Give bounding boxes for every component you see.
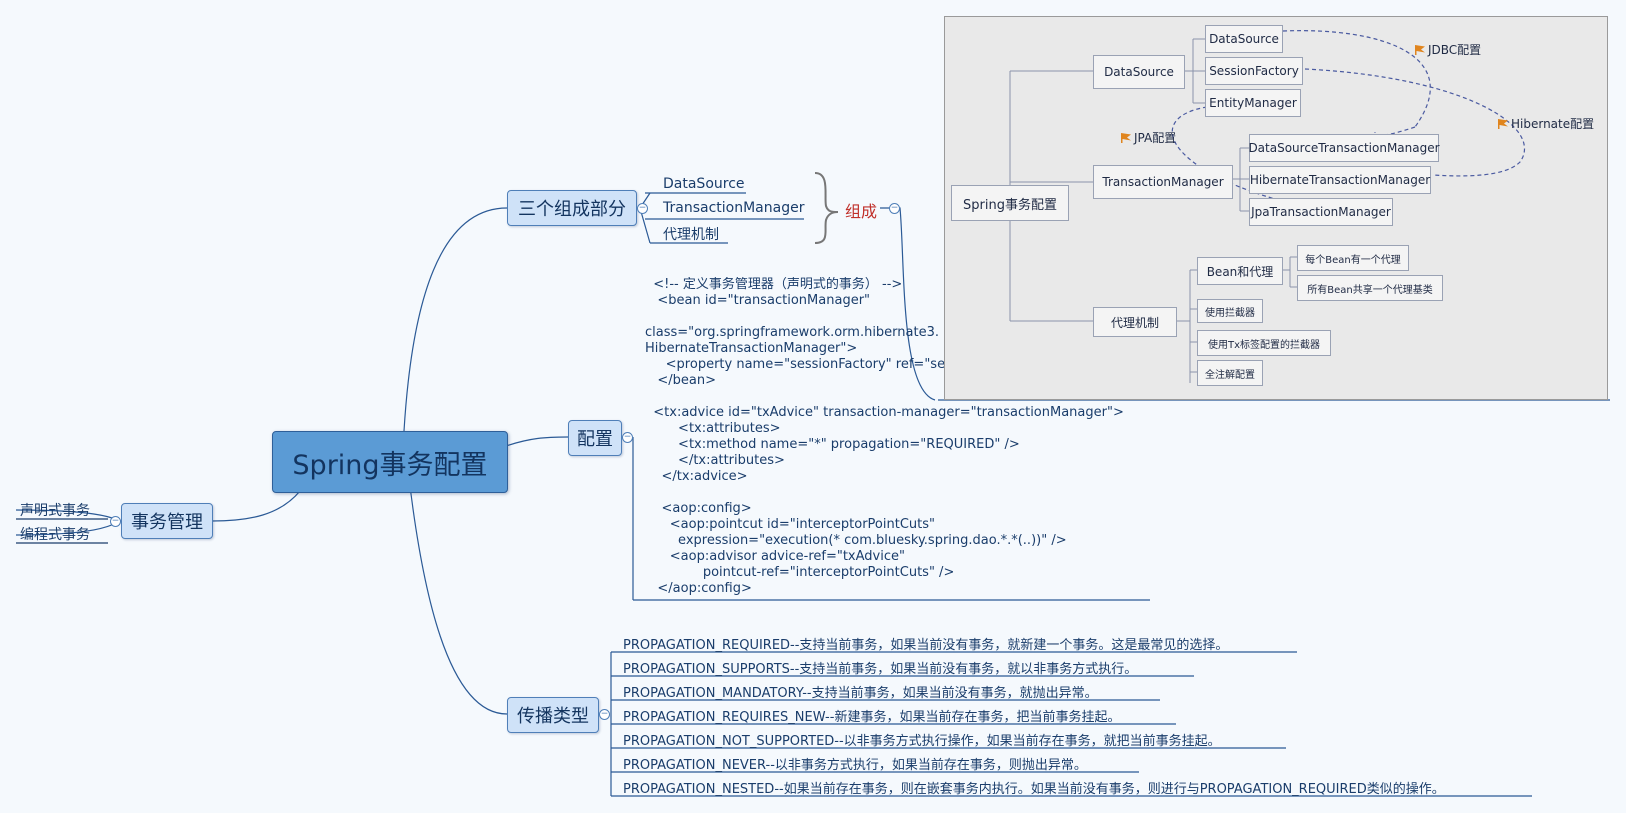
leaf-datasource[interactable]: DataSource [663, 176, 745, 192]
pic-ds-child: DataSource [1205, 25, 1283, 53]
pic-tm-child: HibernateTransactionManager [1249, 166, 1431, 194]
pic-note-hibernate: Hibernate配置 [1498, 115, 1594, 132]
picture-lines [1009, 30, 1526, 383]
pic-note-hibernate-label: Hibernate配置 [1511, 117, 1595, 131]
collapse-toggle[interactable]: − [599, 709, 610, 720]
code-line: <tx:advice id="txAdvice" transaction-man… [645, 405, 1124, 420]
code-line: expression="execution(* com.bluesky.spri… [645, 533, 1067, 548]
leaf-transaction-manager[interactable]: TransactionManager [663, 200, 805, 216]
config-code-block: <!-- 定义事务管理器（声明式的事务） --> <bean id="trans… [645, 277, 1143, 597]
pic-note-jdbc: JDBC配置 [1415, 41, 1481, 58]
pic-datasource: DataSource [1093, 55, 1185, 89]
pic-ds-child: EntityManager [1205, 89, 1301, 117]
flag-icon [1415, 45, 1425, 55]
propagation-item[interactable]: PROPAGATION_NEVER--以非事务方式执行，如果当前存在事务，则抛出… [623, 758, 1087, 773]
code-line: <aop:config> [645, 501, 752, 516]
pic-tm-child: JpaTransactionManager [1249, 198, 1393, 226]
pic-tm-child: DataSourceTransactionManager [1248, 134, 1440, 162]
code-line [645, 485, 1143, 501]
code-line: class="org.springframework.orm.hibernate… [645, 325, 939, 340]
pic-proxy: 代理机制 [1093, 307, 1177, 337]
flag-icon [1498, 119, 1508, 129]
pic-root-node: Spring事务配置 [951, 185, 1069, 221]
leaf-proxy-mechanism[interactable]: 代理机制 [663, 227, 719, 243]
code-line: <tx:attributes> [645, 421, 781, 436]
collapse-toggle[interactable]: − [622, 432, 633, 443]
collapse-toggle[interactable]: − [889, 203, 900, 214]
collapse-toggle[interactable]: − [110, 516, 121, 527]
pic-bean-child: 所有Bean共享一个代理基类 [1297, 275, 1443, 301]
code-line: <bean id="transactionManager" [645, 293, 871, 308]
leaf-programmatic-tx[interactable]: 编程式事务 [20, 527, 90, 543]
pic-note-jpa: JPA配置 [1121, 129, 1176, 146]
flag-icon [1121, 133, 1131, 143]
code-line: HibernateTransactionManager"> [645, 341, 858, 356]
code-line: </tx:attributes> [645, 453, 785, 468]
collapse-toggle[interactable]: − [637, 203, 648, 214]
leaf-declarative-tx[interactable]: 声明式事务 [20, 503, 90, 519]
topic-propagation[interactable]: 传播类型 [507, 697, 599, 733]
root-topic[interactable]: Spring事务配置 [272, 431, 508, 493]
group-label[interactable]: 组成 [845, 202, 878, 221]
embedded-diagram-image[interactable]: Spring事务配置 DataSource DataSource Session… [944, 16, 1608, 400]
pic-note-jdbc-label: JDBC配置 [1428, 43, 1482, 57]
topic-tx-management[interactable]: 事务管理 [121, 503, 213, 539]
topic-config[interactable]: 配置 [568, 420, 622, 456]
code-line: </tx:advice> [645, 469, 748, 484]
pic-proxy-child: 全注解配置 [1197, 360, 1263, 386]
pic-bean-proxy: Bean和代理 [1197, 257, 1283, 285]
code-line: pointcut-ref="interceptorPointCuts" /> [645, 565, 955, 580]
pic-proxy-child: 使用Tx标签配置的拦截器 [1197, 330, 1331, 356]
propagation-item[interactable]: PROPAGATION_MANDATORY--支持当前事务，如果当前没有事务，就… [623, 686, 1098, 701]
code-line: <aop:advisor advice-ref="txAdvice" [645, 549, 905, 564]
pic-bean-child: 每个Bean有一个代理 [1297, 245, 1409, 271]
pic-proxy-child: 使用拦截器 [1197, 299, 1263, 323]
pic-note-jpa-label: JPA配置 [1134, 131, 1177, 145]
code-line: <tx:method name="*" propagation="REQUIRE… [645, 437, 1020, 452]
code-line: <aop:pointcut id="interceptorPointCuts" [645, 517, 935, 532]
propagation-item[interactable]: PROPAGATION_REQUIRES_NEW--新建事务，如果当前存在事务，… [623, 710, 1121, 725]
code-line: </bean> [645, 373, 717, 388]
pic-transaction-manager: TransactionManager [1093, 165, 1233, 199]
propagation-item[interactable]: PROPAGATION_REQUIRED--支持当前事务，如果当前没有事务，就新… [623, 638, 1229, 653]
propagation-item[interactable]: PROPAGATION_NOT_SUPPORTED--以非事务方式执行操作，如果… [623, 734, 1221, 749]
pic-ds-child: SessionFactory [1205, 57, 1303, 85]
topic-components[interactable]: 三个组成部分 [507, 190, 637, 226]
code-line: </aop:config> [645, 581, 752, 596]
propagation-item[interactable]: PROPAGATION_SUPPORTS--支持当前事务，如果当前没有事务，就以… [623, 662, 1138, 677]
code-line: <!-- 定义事务管理器（声明式的事务） --> [645, 277, 903, 292]
propagation-item[interactable]: PROPAGATION_NESTED--如果当前存在事务，则在嵌套事务内执行。如… [623, 782, 1445, 797]
